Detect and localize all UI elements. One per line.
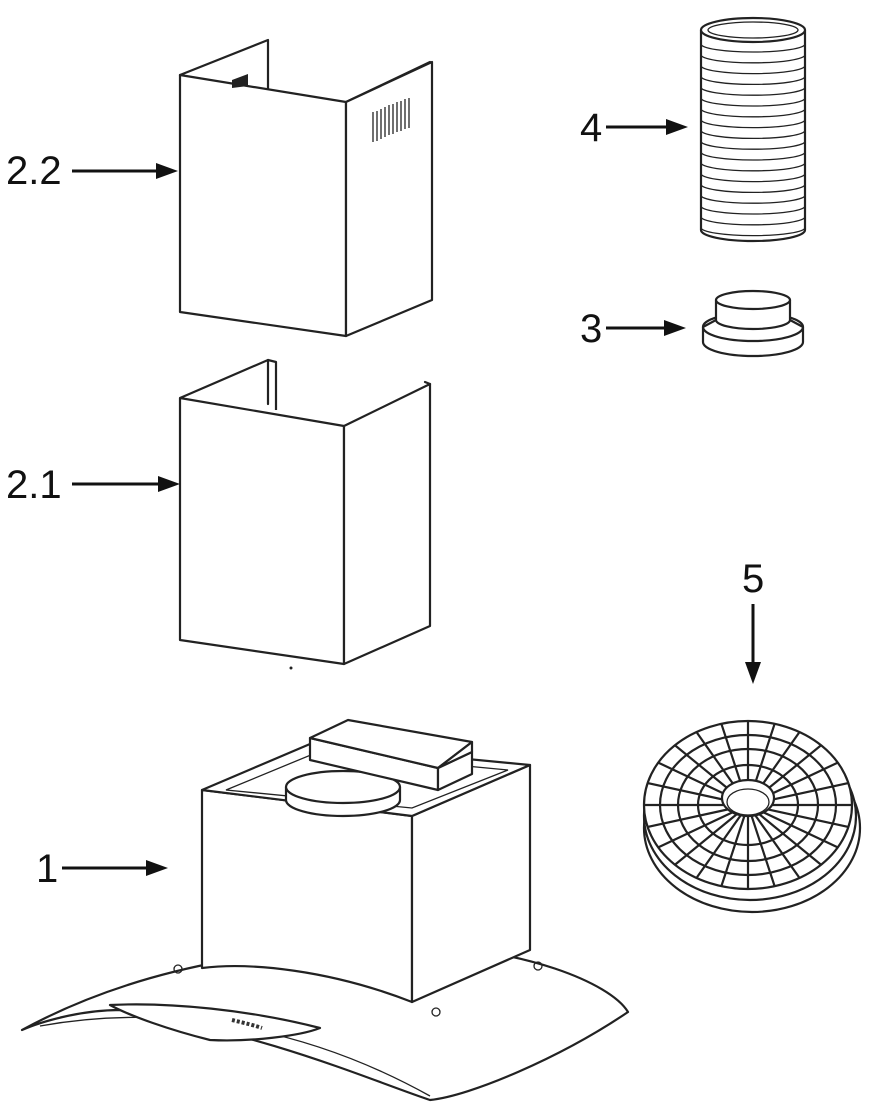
label-part-4: 4 [580, 106, 602, 150]
arrow-5 [745, 604, 761, 684]
arrow-3 [606, 320, 686, 336]
upper-chimney-cover [178, 38, 434, 338]
label-part-1: 1 [36, 847, 58, 891]
vent-slots [372, 98, 410, 142]
arrow-2-1 [72, 476, 180, 492]
label-part-2-2: 2.2 [6, 149, 62, 193]
arrow-4 [606, 119, 688, 135]
arrow-1 [62, 860, 168, 876]
arrows [62, 119, 761, 876]
carbon-filter [642, 719, 862, 914]
label-part-2-1: 2.1 [6, 463, 62, 507]
label-part-5: 5 [742, 557, 764, 601]
duct-ribs [700, 43, 806, 237]
arrow-2-2 [72, 163, 178, 179]
lower-chimney-cover [178, 358, 432, 670]
duct-adapter [701, 289, 805, 358]
hood-body [20, 718, 630, 1102]
flexible-duct [699, 16, 807, 243]
control-strip [231, 1018, 263, 1030]
label-part-3: 3 [580, 307, 602, 351]
